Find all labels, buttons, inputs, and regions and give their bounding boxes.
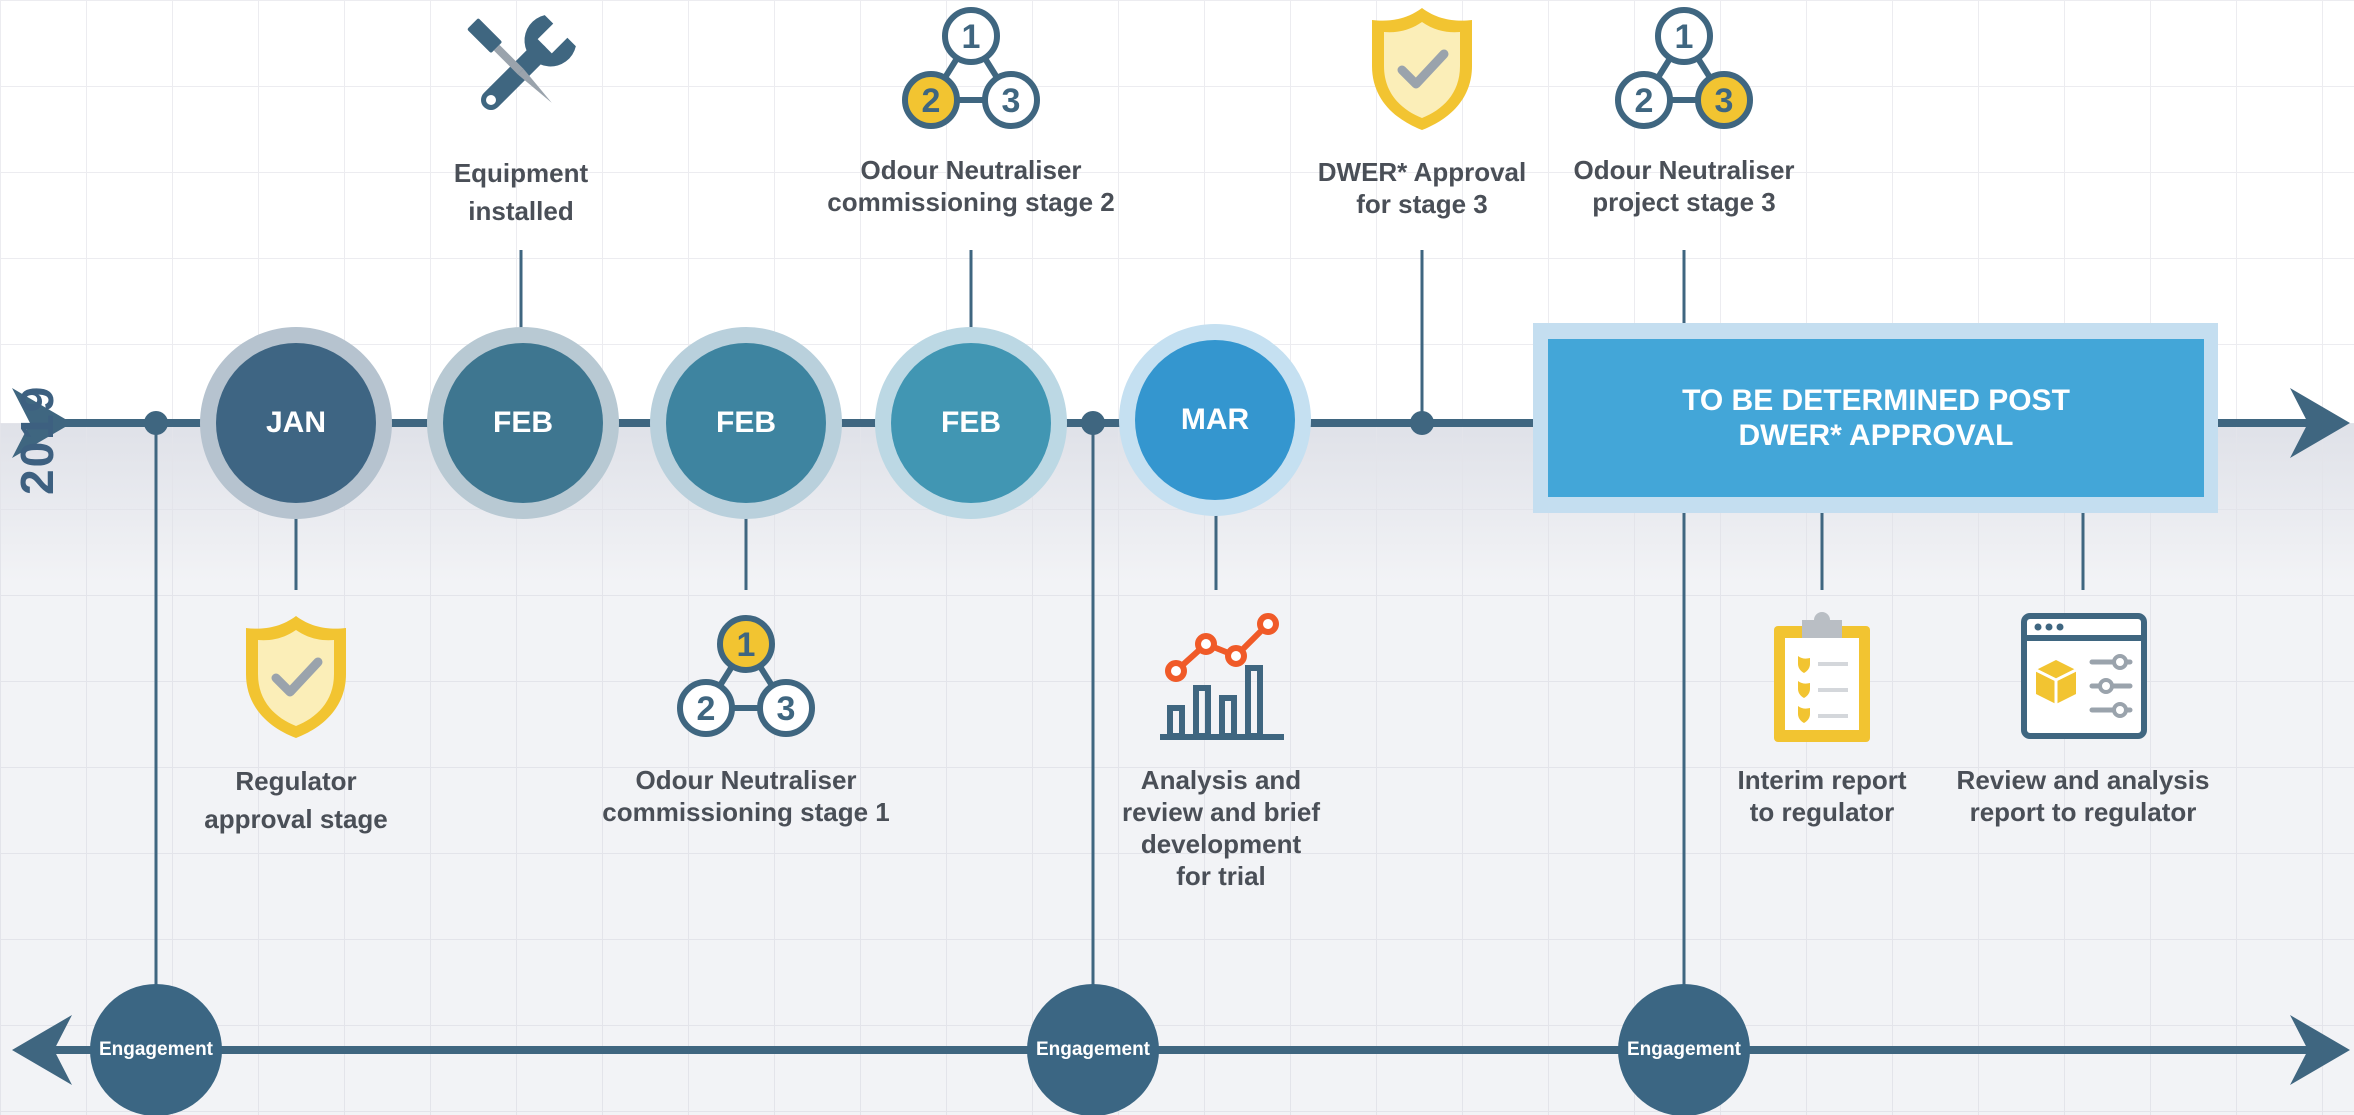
svg-text:1: 1 bbox=[1675, 18, 1694, 56]
clipboard-icon bbox=[1774, 612, 1870, 742]
label-review-analysis-report: Review and analysis report to regulator bbox=[1956, 765, 2210, 827]
timeline-left-arrow bbox=[12, 388, 72, 458]
month-circle-jan: JAN bbox=[216, 343, 376, 503]
svg-text:3: 3 bbox=[777, 690, 796, 728]
engagement-left-arrow bbox=[12, 1015, 72, 1085]
svg-text:2: 2 bbox=[697, 690, 716, 728]
month-circle-feb-2: FEB bbox=[666, 343, 826, 503]
svg-text:1: 1 bbox=[737, 626, 756, 664]
settings-window-icon bbox=[2021, 613, 2147, 739]
wrench-screwdriver-icon bbox=[467, 15, 576, 110]
timeline-dot bbox=[1081, 411, 1105, 435]
svg-text:2: 2 bbox=[922, 82, 941, 120]
month-circle-feb-1: FEB bbox=[443, 343, 603, 503]
svg-text:3: 3 bbox=[1002, 82, 1021, 120]
engagement-circle-3: Engagement bbox=[1618, 984, 1750, 1115]
label-analysis-review: Analysis and review and brief developmen… bbox=[1122, 765, 1320, 891]
tbd-box: TO BE DETERMINED POST DWER* APPROVAL bbox=[1548, 339, 2204, 497]
timeline-dot bbox=[1410, 411, 1434, 435]
shield-check-icon bbox=[1372, 8, 1472, 130]
grid-background-bottom bbox=[0, 423, 2354, 1115]
label-regulator-approval-stage: Regulator approval stage bbox=[204, 766, 388, 834]
year-label: 2019 bbox=[11, 384, 63, 495]
month-circle-feb-3: FEB bbox=[891, 343, 1051, 503]
label-dwer-approval-stage-3: DWER* Approval for stage 3 bbox=[1317, 157, 1527, 219]
engagement-right-arrow bbox=[2290, 1015, 2350, 1085]
stage-1-network-icon: 1 2 3 bbox=[677, 615, 815, 737]
timeline-dot bbox=[144, 411, 168, 435]
month-circle-mar: MAR bbox=[1135, 340, 1295, 500]
shield-check-icon bbox=[246, 616, 346, 738]
label-project-stage-3: Odour Neutraliser project stage 3 bbox=[1573, 155, 1795, 217]
svg-text:2: 2 bbox=[1635, 82, 1654, 120]
engagement-circle-2: Engagement bbox=[1027, 984, 1159, 1115]
label-interim-report: Interim report to regulator bbox=[1737, 765, 1907, 827]
grid-background-top bbox=[0, 0, 2354, 423]
bar-line-chart-icon bbox=[1160, 613, 1284, 740]
svg-text:3: 3 bbox=[1715, 82, 1734, 120]
label-equipment-installed: Equipment installed bbox=[453, 158, 589, 226]
timeline-right-arrow bbox=[2290, 388, 2350, 458]
svg-text:1: 1 bbox=[962, 18, 981, 56]
stage-2-network-icon: 1 2 3 bbox=[902, 7, 1040, 129]
label-commissioning-stage-1: Odour Neutraliser commissioning stage 1 bbox=[602, 765, 890, 827]
engagement-circle-1: Engagement bbox=[90, 984, 222, 1115]
label-commissioning-stage-2: Odour Neutraliser commissioning stage 2 bbox=[827, 155, 1115, 217]
stage-3-network-icon: 1 2 3 bbox=[1615, 7, 1753, 129]
